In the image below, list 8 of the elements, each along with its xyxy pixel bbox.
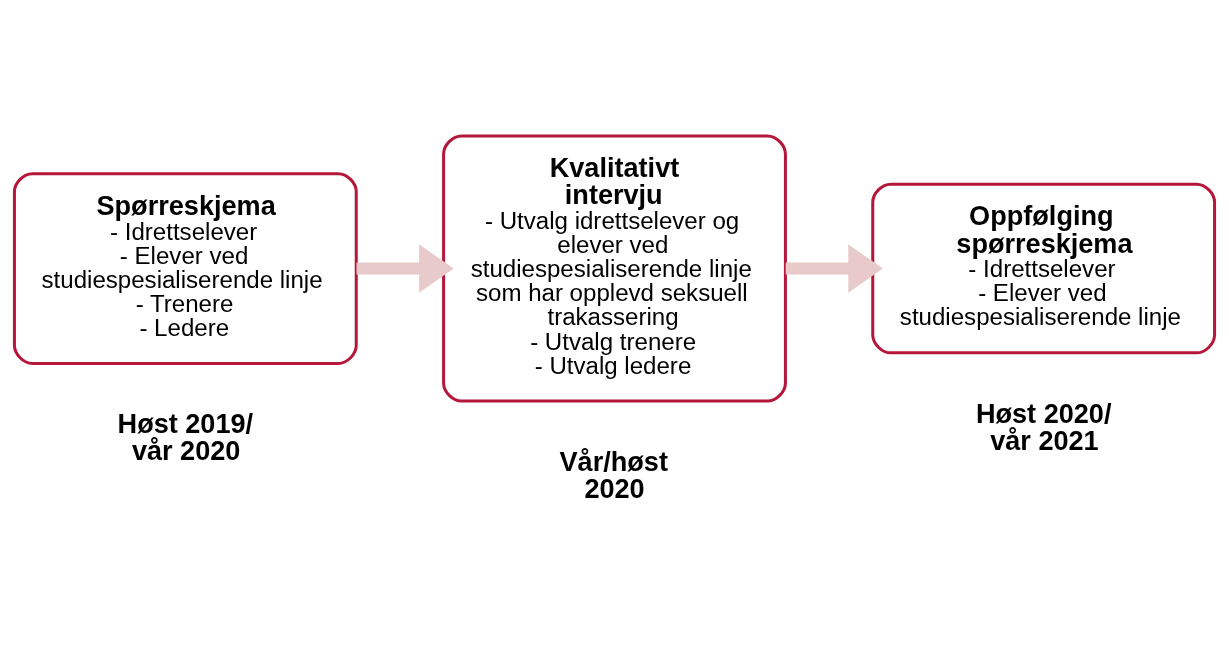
- node-label: Vår/høst 2020: [559, 445, 668, 504]
- node-label: Høst 2019/ vår 2020: [117, 407, 254, 466]
- node-box: Spørreskjema - Idrettselever - Elever ved studiespesialiserende linje - Trenere - Ledere: [12, 171, 358, 365]
- node-label: Høst 2020/ vår 2021: [975, 397, 1112, 456]
- node-box: Oppfølging spørreskjema - Idrettselever - Elever ved studiespesialiserende linje: [871, 182, 1217, 354]
- arrow: [356, 243, 454, 293]
- node-box: Kvalitativt intervju - Utvalg idrettselever og elever ved studiespesialiserende linje som har opplevd seksuell trakassering - Utvalg trenere - Utvalg ledere: [442, 134, 787, 403]
- arrow: [785, 243, 883, 293]
